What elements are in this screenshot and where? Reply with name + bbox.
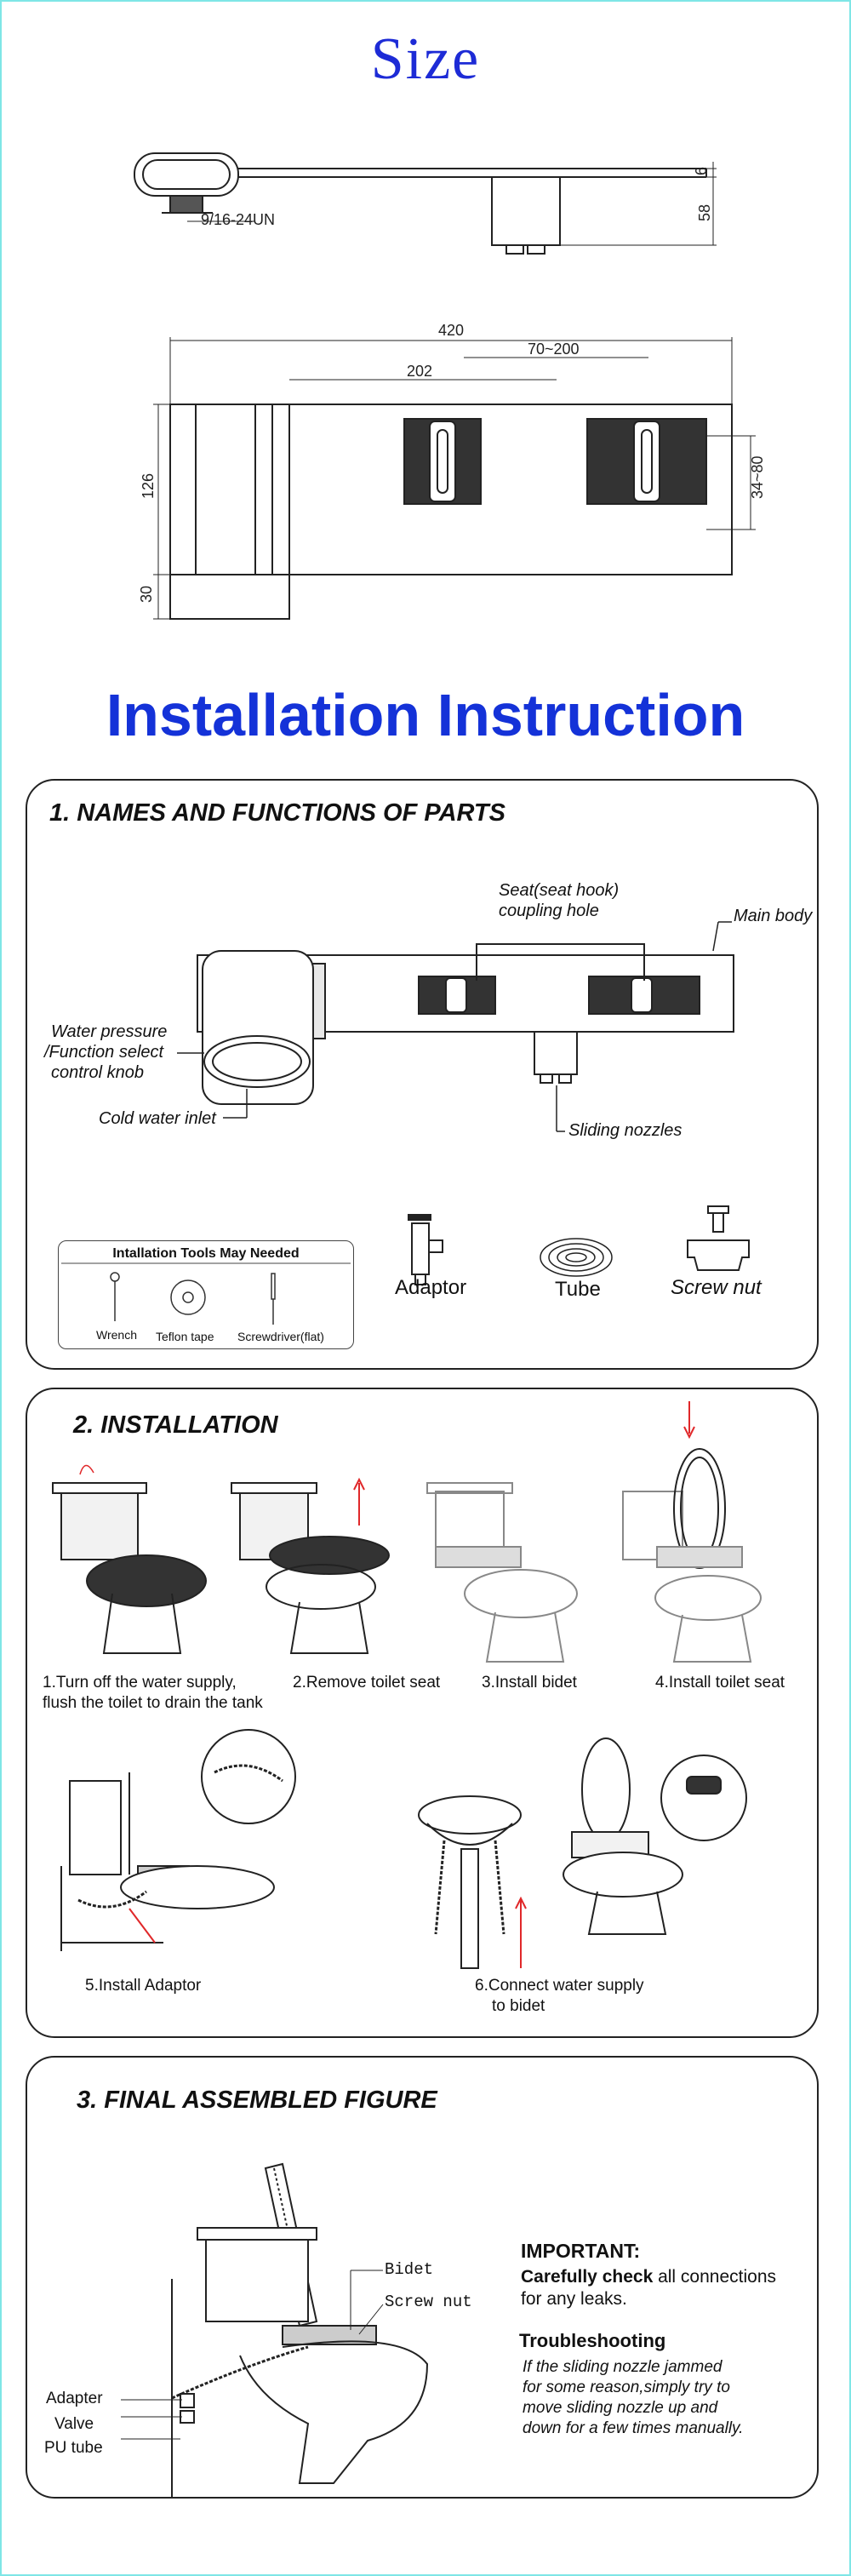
- tool-teflon-label: Teflon tape: [156, 1330, 214, 1343]
- dim-202: 202: [407, 363, 432, 380]
- step1-caption-2: flush the toilet to drain the tank: [43, 1694, 263, 1712]
- screwdriver-icon: [271, 1273, 276, 1325]
- important-bold: Carefully check: [521, 2267, 654, 2287]
- final-label-adapter: Adapter: [46, 2390, 103, 2407]
- toilet-step1: [52, 1464, 207, 1654]
- dim-thread: 9/16-24UN: [201, 211, 275, 228]
- step1-caption-1: 1.Turn off the water supply,: [43, 1674, 237, 1692]
- step5-caption: 5.Install Adaptor: [85, 1977, 202, 1995]
- step6-caption-1: 6.Connect water supply: [475, 1977, 644, 1995]
- panel-installation: 2. INSTALLATION: [26, 1388, 819, 2038]
- important-line-2: for any leaks.: [521, 2289, 627, 2309]
- troubleshooting-line-1: If the sliding nozzle jammed: [523, 2358, 722, 2376]
- final-label-bidet: Bidet: [385, 2260, 434, 2279]
- dim-126: 126: [140, 473, 157, 499]
- tool-wrench-label: Wrench: [96, 1328, 137, 1342]
- tools-box: Intallation Tools May Needed Wrench Tefl…: [58, 1240, 354, 1349]
- final-figure-title: 3. FINAL ASSEMBLED FIGURE: [77, 2087, 437, 2114]
- troubleshooting-title: Troubleshooting: [519, 2330, 666, 2351]
- label-water-pressure-2: /Function select: [44, 1043, 164, 1062]
- installation-title: Installation Instruction: [106, 682, 745, 748]
- tools-icons: [61, 1262, 351, 1325]
- important-rest-1: all connections: [653, 2267, 777, 2287]
- parts-title: 1. NAMES AND FUNCTIONS OF PARTS: [49, 799, 505, 827]
- step2-caption: 2.Remove toilet seat: [293, 1674, 441, 1692]
- dim-70-200: 70~200: [528, 341, 580, 358]
- dim-30: 30: [138, 586, 155, 603]
- dim-420: 420: [438, 322, 464, 339]
- label-water-pressure-1: Water pressure: [51, 1022, 168, 1041]
- tube-drawing: [540, 1238, 613, 1277]
- step6-caption-2: to bidet: [492, 1997, 545, 2015]
- troubleshooting-line-2: for some reason,simply try to: [523, 2379, 730, 2396]
- label-main-body: Main body: [734, 907, 813, 925]
- tools-title: Intallation Tools May Needed: [112, 1246, 300, 1261]
- dim-34-80: 34~80: [749, 455, 766, 499]
- part-adaptor-label: Adaptor: [395, 1276, 467, 1299]
- size-diagram: 9/16-24UN 6 58 420 202 70~200 126 30 34~…: [134, 152, 766, 620]
- label-seat-hook-2: coupling hole: [499, 902, 599, 920]
- important-line-1: Carefully check all connections: [521, 2267, 776, 2287]
- troubleshooting-line-3: move sliding nozzle up and: [523, 2399, 718, 2417]
- size-title: Size: [370, 26, 481, 92]
- final-label-pu-tube: PU tube: [44, 2439, 103, 2457]
- part-screw-nut-label: Screw nut: [671, 1276, 762, 1299]
- important-title: IMPORTANT:: [521, 2240, 641, 2262]
- dim-6: 6: [693, 167, 710, 175]
- panel-parts: 1. NAMES AND FUNCTIONS OF PARTS: [26, 779, 819, 1370]
- step4-caption: 4.Install toilet seat: [655, 1674, 785, 1692]
- tool-screwdriver-label: Screwdriver(flat): [237, 1330, 324, 1343]
- toilet-step5: [60, 1729, 296, 1951]
- panel-final-figure: 3. FINAL ASSEMBLED FIGURE Bidet Screw nu…: [26, 2056, 819, 2499]
- troubleshooting-line-4: down for a few times manually.: [523, 2419, 744, 2437]
- label-sliding-nozzles: Sliding nozzles: [568, 1121, 683, 1140]
- step3-caption: 3.Install bidet: [482, 1674, 577, 1692]
- wrench-icon: [110, 1272, 120, 1321]
- dim-58: 58: [696, 204, 713, 221]
- parts-diagram: [177, 921, 750, 1285]
- part-tube-label: Tube: [555, 1278, 601, 1301]
- adaptor-drawing: [408, 1214, 443, 1285]
- final-label-valve: Valve: [54, 2415, 94, 2433]
- toilet-step4: [622, 1401, 762, 1663]
- top-view-drawing: [153, 337, 756, 620]
- label-cold-water-inlet: Cold water inlet: [99, 1109, 216, 1128]
- toilet-step6: [418, 1737, 747, 1969]
- label-seat-hook-1: Seat(seat hook): [499, 881, 620, 900]
- toilet-step2: [231, 1477, 390, 1654]
- final-label-screw-nut: Screw nut: [385, 2293, 472, 2311]
- screw-nut-drawing: [687, 1205, 750, 1271]
- teflon-tape-icon: [170, 1279, 206, 1315]
- installation-steps-diagram: [52, 1401, 762, 1969]
- toilet-step3: [426, 1482, 578, 1663]
- installation-step-title: 2. INSTALLATION: [73, 1411, 278, 1439]
- final-figure-diagram: [121, 2162, 429, 2497]
- side-view-drawing: [134, 152, 717, 255]
- label-water-pressure-3: control knob: [51, 1063, 144, 1082]
